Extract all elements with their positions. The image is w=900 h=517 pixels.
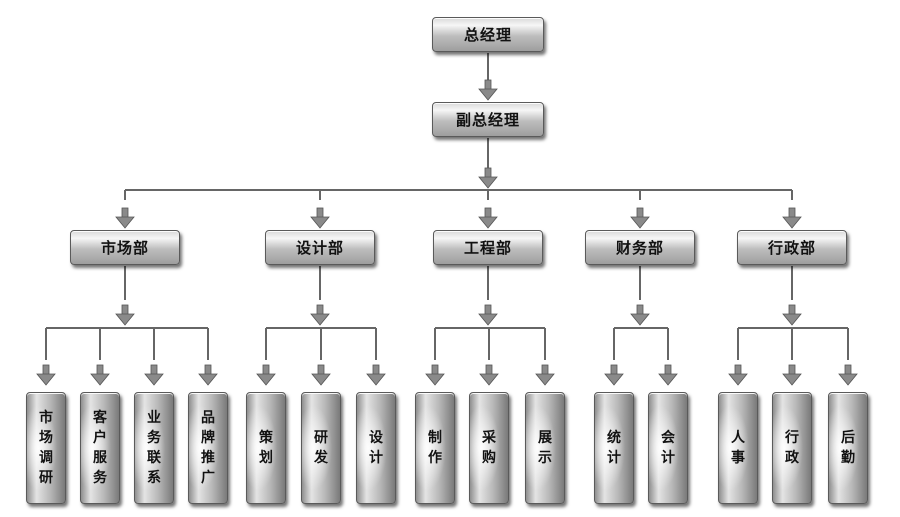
- unit-label: 后勤: [841, 430, 855, 466]
- vice-ceo-box: 副总经理: [432, 102, 544, 137]
- unit-planning: 策划: [246, 392, 286, 504]
- unit-production: 制作: [415, 392, 455, 504]
- arrow-down-icon: [478, 304, 498, 326]
- arrow-down-icon: [838, 364, 858, 386]
- unit-label: 人事: [731, 430, 745, 466]
- arrow-down-icon: [478, 79, 498, 101]
- dept-label: 市场部: [100, 239, 149, 257]
- arrow-down-icon: [115, 304, 135, 326]
- dept-label: 工程部: [463, 239, 512, 257]
- dept-design: 设计部: [265, 230, 375, 265]
- arrow-down-icon: [115, 207, 135, 229]
- unit-business-contact: 业务联系: [134, 392, 174, 504]
- arrow-down-icon: [36, 364, 56, 386]
- arrow-down-icon: [90, 364, 110, 386]
- unit-rnd: 研发: [301, 392, 341, 504]
- unit-accounting: 会计: [648, 392, 688, 504]
- arrow-down-icon: [535, 364, 555, 386]
- dept-label: 行政部: [767, 239, 816, 257]
- arrow-down-icon: [630, 304, 650, 326]
- unit-label: 统计: [607, 430, 621, 466]
- unit-hr: 人事: [718, 392, 758, 504]
- unit-exhibition: 展示: [525, 392, 565, 504]
- unit-brand-promotion: 品牌推广: [188, 392, 228, 504]
- unit-label: 策划: [259, 430, 273, 466]
- arrow-down-icon: [311, 364, 331, 386]
- dept-label: 财务部: [615, 239, 664, 257]
- arrow-down-icon: [425, 364, 445, 386]
- unit-label: 业务联系: [147, 410, 161, 486]
- unit-logistics: 后勤: [828, 392, 868, 504]
- arrow-down-icon: [144, 364, 164, 386]
- unit-label: 客户服务: [93, 410, 107, 486]
- unit-label: 设计: [369, 430, 383, 466]
- arrow-down-icon: [728, 364, 748, 386]
- arrow-down-icon: [478, 207, 498, 229]
- unit-label: 采购: [482, 430, 496, 466]
- arrow-down-icon: [310, 207, 330, 229]
- arrow-down-icon: [782, 304, 802, 326]
- unit-label: 行政: [785, 430, 799, 466]
- arrow-down-icon: [658, 364, 678, 386]
- dept-finance: 财务部: [585, 230, 695, 265]
- arrow-down-icon: [310, 304, 330, 326]
- unit-label: 制作: [428, 430, 442, 466]
- unit-customer-service: 客户服务: [80, 392, 120, 504]
- dept-admin: 行政部: [737, 230, 847, 265]
- arrow-down-icon: [604, 364, 624, 386]
- unit-label: 展示: [538, 430, 552, 466]
- unit-design: 设计: [356, 392, 396, 504]
- arrow-down-icon: [782, 207, 802, 229]
- arrow-down-icon: [782, 364, 802, 386]
- arrow-down-icon: [630, 207, 650, 229]
- ceo-label: 总经理: [463, 26, 512, 44]
- arrow-down-icon: [366, 364, 386, 386]
- unit-label: 市场调研: [39, 410, 53, 486]
- arrow-down-icon: [479, 364, 499, 386]
- dept-engineering: 工程部: [433, 230, 543, 265]
- unit-label: 会计: [661, 430, 675, 466]
- dept-label: 设计部: [295, 239, 344, 257]
- dept-marketing: 市场部: [70, 230, 180, 265]
- unit-statistics: 统计: [594, 392, 634, 504]
- ceo-box: 总经理: [432, 17, 544, 52]
- unit-administration: 行政: [772, 392, 812, 504]
- vice-ceo-label: 副总经理: [455, 111, 520, 129]
- unit-label: 研发: [314, 430, 328, 466]
- arrow-down-icon: [478, 167, 498, 189]
- unit-label: 品牌推广: [201, 410, 215, 486]
- arrow-down-icon: [198, 364, 218, 386]
- unit-market-research: 市场调研: [26, 392, 66, 504]
- unit-procurement: 采购: [469, 392, 509, 504]
- arrow-down-icon: [256, 364, 276, 386]
